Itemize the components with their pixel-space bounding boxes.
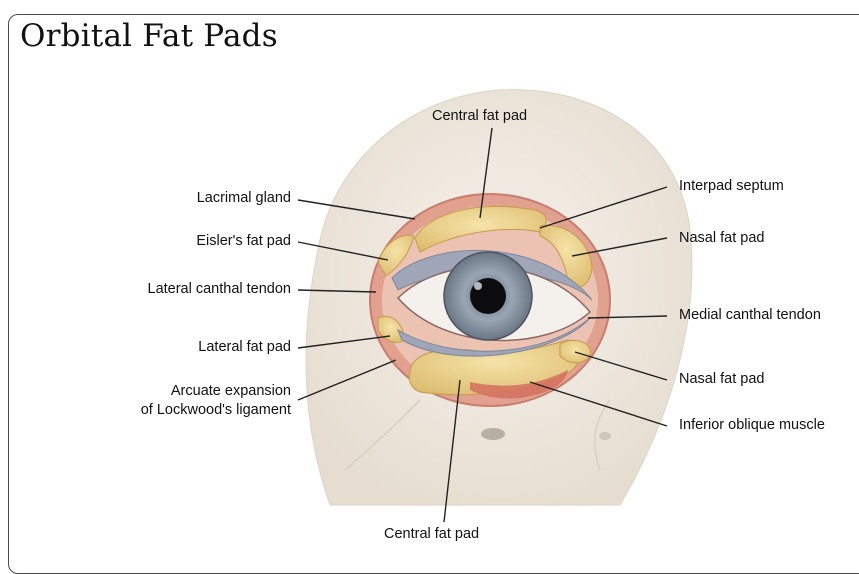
label-inferior-oblique-muscle: Inferior oblique muscle (679, 417, 825, 434)
label-lacrimal-gland: Lacrimal gland (197, 190, 291, 207)
label-nasal-fat-pad-upper: Nasal fat pad (679, 230, 764, 247)
label-arcuate-expansion: Arcuate expansion (171, 383, 291, 400)
label-eislers-fat-pad: Eisler's fat pad (196, 233, 291, 250)
label-lockwoods-ligament: of Lockwood's ligament (141, 402, 291, 419)
nostril-shadow (481, 428, 505, 440)
label-central-fat-pad-bottom: Central fat pad (384, 526, 479, 543)
label-central-fat-pad-top: Central fat pad (432, 108, 527, 125)
eye-illustration (0, 0, 859, 550)
label-medial-canthal-tendon: Medial canthal tendon (679, 307, 821, 324)
label-nasal-fat-pad-lower: Nasal fat pad (679, 371, 764, 388)
label-interpad-septum: Interpad septum (679, 178, 784, 195)
label-lateral-canthal-tendon: Lateral canthal tendon (148, 281, 292, 298)
label-lateral-fat-pad: Lateral fat pad (198, 339, 291, 356)
